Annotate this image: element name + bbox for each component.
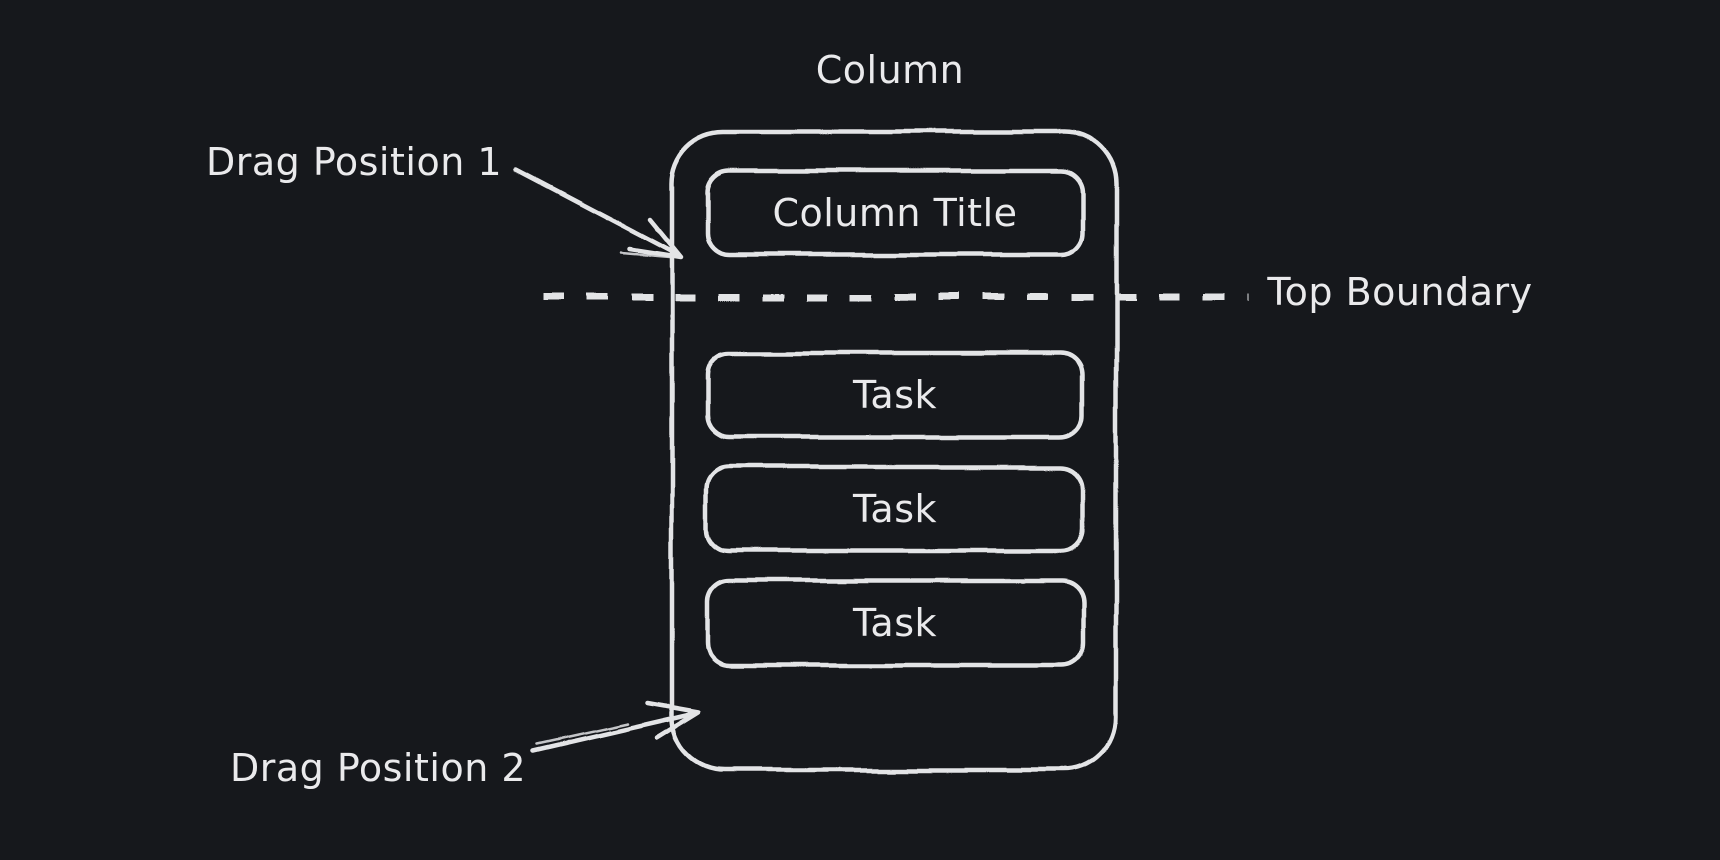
task-label-2: Task [852,487,937,531]
drag-position-2-label: Drag Position 2 [230,746,526,790]
task-label-3: Task [852,601,937,645]
drag-arrow-2 [530,700,702,754]
column-box [669,129,1119,773]
drag-position-1-label: Drag Position 1 [206,140,502,184]
column-title-box [704,168,1086,258]
column-label: Column [816,48,965,92]
task-box-3 [704,578,1086,668]
task-box-1 [704,350,1086,440]
task-label-1: Task [852,373,937,417]
column-title-label: Column Title [772,191,1017,235]
drag-arrow-1 [513,166,684,260]
task-box-2 [704,464,1086,554]
top-boundary-label: Top Boundary [1266,270,1532,314]
